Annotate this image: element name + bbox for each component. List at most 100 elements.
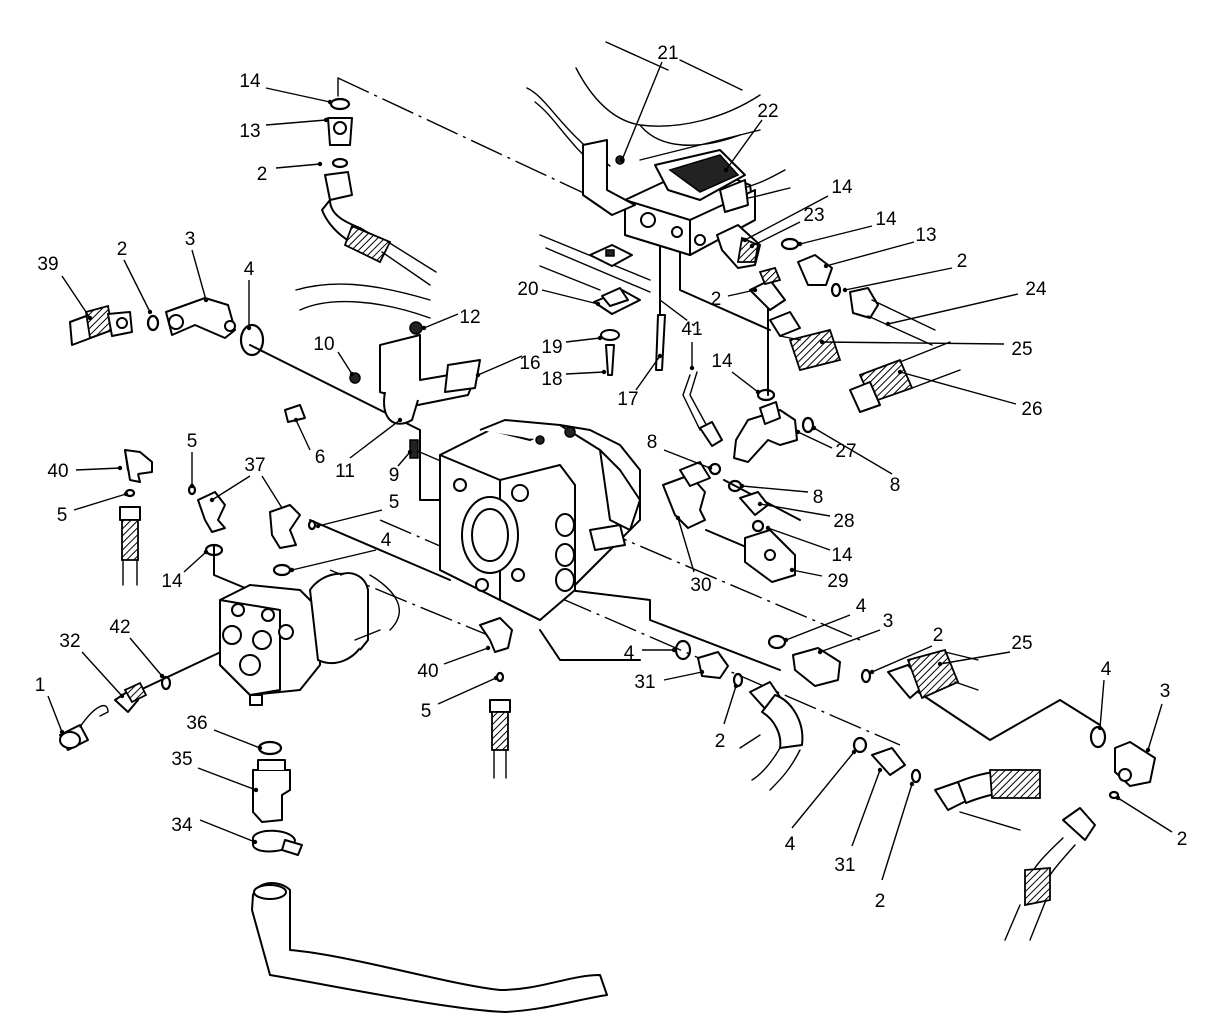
callout-number: 2 xyxy=(711,289,722,310)
mounting-bracket xyxy=(582,139,666,376)
callout-number: 24 xyxy=(1025,279,1047,300)
callout-arrowhead xyxy=(595,301,601,307)
callout-leader xyxy=(541,289,599,305)
callout-leader xyxy=(443,647,489,665)
callout-arrowhead xyxy=(885,321,891,327)
callout-leader xyxy=(881,783,913,881)
callout-number: 14 xyxy=(711,351,733,372)
callout-number: 13 xyxy=(239,121,260,142)
callout-number: 23 xyxy=(803,205,824,226)
callout-leader xyxy=(61,275,91,319)
callout-number: 5 xyxy=(57,505,68,526)
callout-arrowhead xyxy=(203,297,209,303)
callout-leader xyxy=(825,241,915,267)
callout-arrowhead xyxy=(671,647,677,653)
callout-number: 2 xyxy=(715,731,726,752)
callout-leader xyxy=(123,259,151,313)
callout-number: 2 xyxy=(957,251,968,272)
callout-arrowhead xyxy=(493,675,499,681)
callout-arrowhead xyxy=(327,99,333,105)
callout-leader xyxy=(317,509,383,527)
callout-arrowhead xyxy=(699,669,705,675)
lower-right-fittings xyxy=(674,634,1156,941)
callout-arrowhead xyxy=(475,372,481,378)
callout-leader xyxy=(741,485,809,493)
callout-leader xyxy=(851,769,881,847)
callout-number: 40 xyxy=(47,461,68,482)
callout-leader xyxy=(423,313,459,329)
callout-number: 8 xyxy=(890,475,901,496)
callout-arrowhead xyxy=(317,161,323,167)
callout-leader xyxy=(129,637,163,677)
callout-leader xyxy=(621,61,663,161)
callout-number: 26 xyxy=(1021,399,1042,420)
callout-arrowhead xyxy=(789,567,795,573)
callout-leader xyxy=(437,677,497,705)
callout-leader xyxy=(939,651,1011,665)
callout-number: 27 xyxy=(835,441,856,462)
callout-leader xyxy=(635,355,661,391)
callout-number: 11 xyxy=(335,461,355,482)
callout-leader xyxy=(887,293,1019,325)
callout-number: 31 xyxy=(634,672,655,693)
callout-arrowhead xyxy=(869,669,875,675)
callout-number: 21 xyxy=(657,43,678,64)
callout-leader xyxy=(1117,797,1173,833)
callout-arrowhead xyxy=(1145,747,1151,753)
callout-leader xyxy=(213,729,261,749)
callout-number: 32 xyxy=(59,631,80,652)
callout-leader xyxy=(791,751,855,829)
callout-number: 4 xyxy=(1101,659,1112,680)
callout-leader xyxy=(677,517,695,573)
callout-leader xyxy=(899,371,1017,405)
callout-number: 2 xyxy=(875,891,886,912)
callout-arrowhead xyxy=(59,729,65,735)
callout-number: 30 xyxy=(690,575,711,596)
callout-leader xyxy=(261,475,283,509)
callout-leader xyxy=(291,549,377,571)
callout-arrowhead xyxy=(783,637,789,643)
callout-arrowhead xyxy=(749,243,755,249)
callout-arrowhead xyxy=(795,429,801,435)
callout-arrowhead xyxy=(119,693,125,699)
callout-number: 3 xyxy=(185,229,196,250)
callout-arrowhead xyxy=(723,167,729,173)
callout-leader xyxy=(727,289,756,297)
frame-outlines xyxy=(295,41,761,319)
callout-leader xyxy=(751,221,801,247)
callout-arrowhead xyxy=(293,417,299,423)
callout-arrowhead xyxy=(707,465,713,471)
callout-arrowhead xyxy=(123,491,129,497)
callout-arrowhead xyxy=(257,745,263,751)
callout-number: 4 xyxy=(785,834,796,855)
callout-leader xyxy=(663,449,711,469)
callout-leader xyxy=(73,493,127,511)
callout-arrowhead xyxy=(289,567,295,573)
callout-number: 2 xyxy=(933,625,944,646)
hydrostatic-pump xyxy=(439,419,641,621)
callout-leader xyxy=(744,195,829,241)
callout-number: 14 xyxy=(239,71,261,92)
callout-number: 2 xyxy=(257,164,268,185)
callout-arrowhead xyxy=(811,425,817,431)
callout-arrowhead xyxy=(601,369,607,375)
bracket-16 xyxy=(284,321,481,459)
callout-arrowhead xyxy=(349,371,355,377)
callout-arrowhead xyxy=(897,369,903,375)
callout-arrowhead xyxy=(619,157,625,163)
right-upper-fittings xyxy=(716,224,961,413)
callout-arrowhead xyxy=(1097,725,1103,731)
callout-number: 3 xyxy=(883,611,894,632)
callout-arrowhead xyxy=(397,417,403,423)
callout-leader xyxy=(1147,703,1163,751)
callout-number: 2 xyxy=(1177,829,1188,850)
callout-leader xyxy=(197,767,257,791)
callout-leader xyxy=(183,551,207,573)
callout-number: 4 xyxy=(244,259,255,280)
callout-number: 17 xyxy=(617,389,638,410)
callout-arrowhead xyxy=(421,325,427,331)
callout-arrowhead xyxy=(407,449,413,455)
callout-labels: 1222222223334444445555688891011121313141… xyxy=(35,43,1188,912)
callout-leader xyxy=(47,695,63,733)
